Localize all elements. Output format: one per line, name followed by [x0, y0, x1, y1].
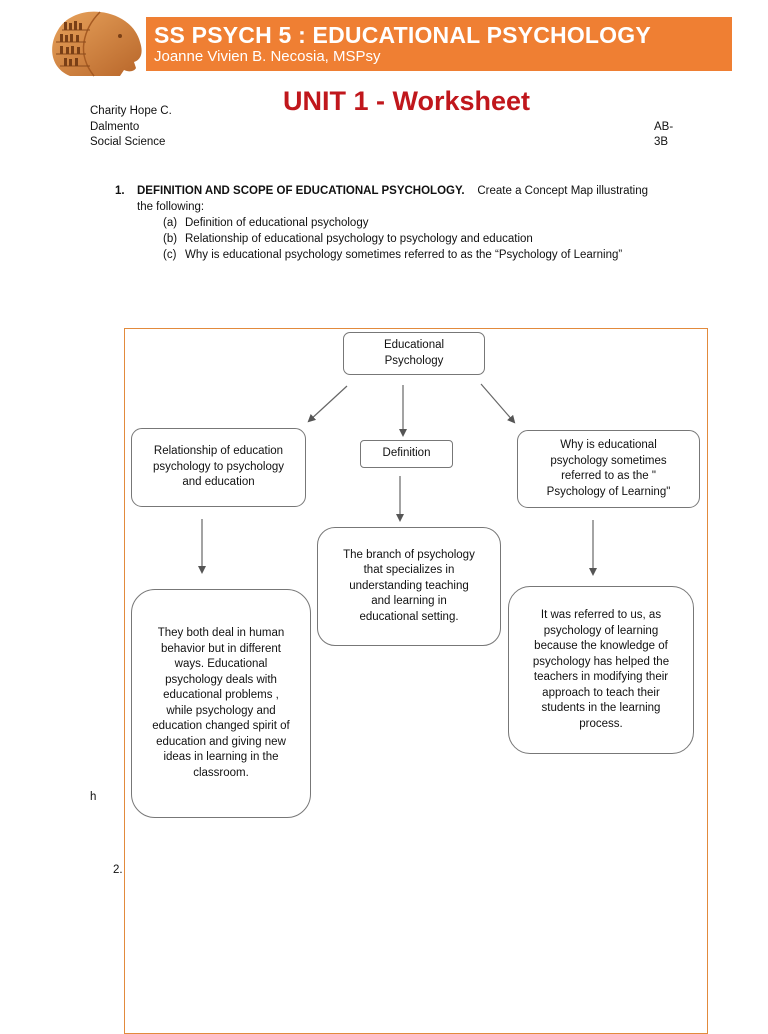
instructor-name: Joanne Vivien B. Necosia, MSPsy: [154, 48, 381, 65]
item-c-text: Why is educational psychology sometimes …: [185, 249, 623, 261]
logo-icon: [52, 11, 142, 77]
student-name: Charity Hope C.: [90, 105, 172, 117]
question-1-number: 1.: [115, 185, 125, 197]
why-answer-text: It was referred to us, as psychology of …: [532, 609, 670, 730]
student-surname: Dalmento: [90, 121, 140, 133]
header-banner: [146, 17, 732, 71]
definition-answer-node: The branch of psychology that specialize…: [317, 527, 501, 646]
item-a-text: Definition of educational psychology: [185, 217, 369, 229]
relationship-answer-node: They both deal in human behavior but in …: [131, 589, 311, 818]
item-a-letter: (a): [163, 217, 178, 229]
item-b-letter: (b): [163, 233, 178, 245]
why-answer-node: It was referred to us, as psychology of …: [508, 586, 694, 754]
course-title: SS PSYCH 5 : EDUCATIONAL PSYCHOLOGY: [154, 22, 651, 48]
concept-root-label: Educational Psychology: [383, 339, 445, 367]
section-line-1: AB-: [654, 121, 674, 133]
question-1-title: DEFINITION AND SCOPE OF EDUCATIONAL PSYC…: [137, 185, 465, 197]
definition-node: Definition: [360, 440, 453, 468]
why-label: Why is educational psychology sometimes …: [546, 439, 671, 498]
question-1-heading: DEFINITION AND SCOPE OF EDUCATIONAL PSYC…: [137, 185, 648, 197]
student-program: Social Science: [90, 136, 166, 148]
stray-letter: h: [90, 791, 97, 803]
question-2-number: 2.: [113, 864, 123, 876]
question-1-instruction-cont: the following:: [137, 201, 205, 213]
definition-label: Definition: [382, 447, 431, 460]
item-c-letter: (c): [163, 249, 177, 261]
definition-answer-text: The branch of psychology that specialize…: [343, 548, 475, 623]
item-b-text: Relationship of educational psychology t…: [185, 233, 533, 245]
concept-root-node: Educational Psychology: [343, 332, 485, 375]
section-line-2: 3B: [654, 136, 669, 148]
worksheet-title: UNIT 1 - Worksheet: [283, 86, 531, 116]
relationship-node: Relationship of education psychology to …: [131, 428, 306, 507]
why-node: Why is educational psychology sometimes …: [517, 430, 700, 508]
question-1-instruction: Create a Concept Map illustrating: [477, 185, 649, 197]
relationship-answer-text: They both deal in human behavior but in …: [152, 627, 290, 779]
relationship-label: Relationship of education psychology to …: [152, 445, 285, 489]
